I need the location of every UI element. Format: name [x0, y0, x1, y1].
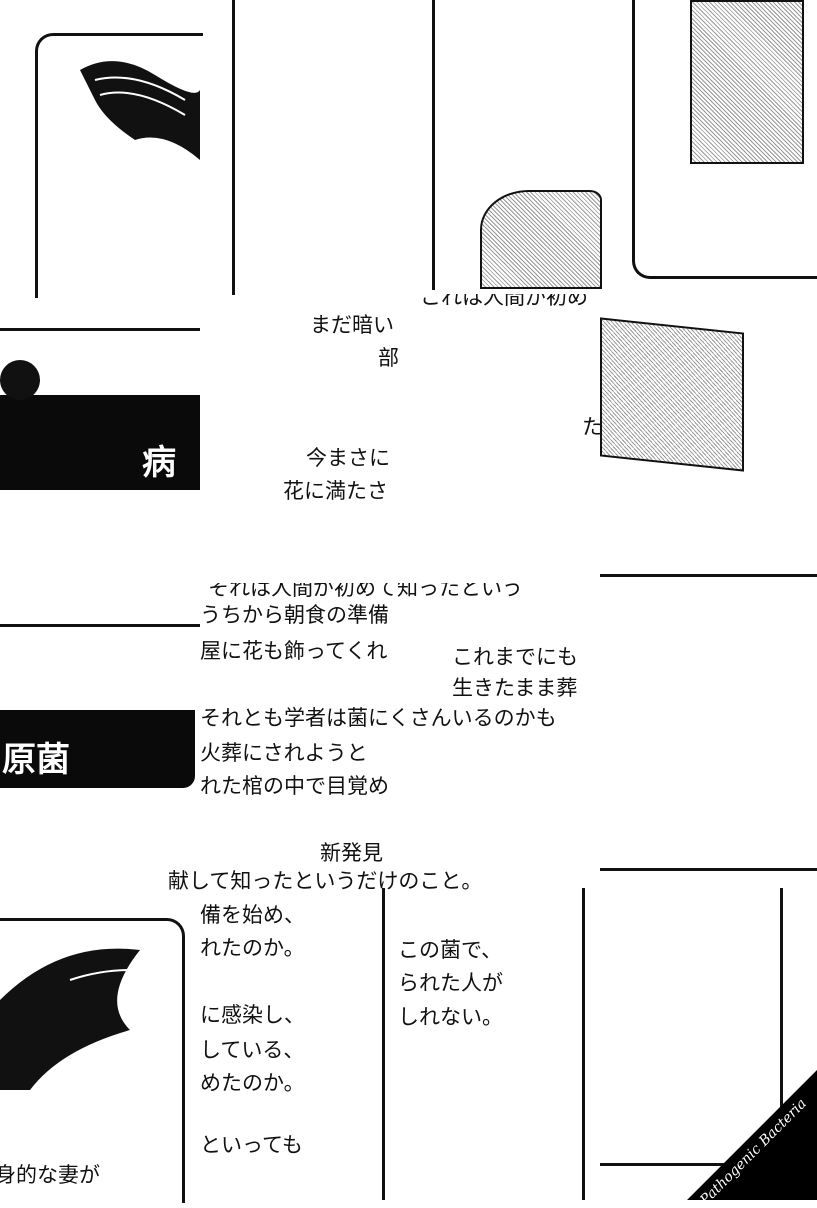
text-fragment: 今まさに	[306, 446, 390, 470]
ribbon-illustration	[80, 61, 200, 160]
text-fragment: 部	[378, 346, 399, 370]
text-fragment: 身的な妻が	[0, 1163, 100, 1187]
cake-illustration	[690, 0, 804, 164]
top-left-panel	[35, 33, 203, 298]
text-fragment: これまでにも	[452, 645, 578, 669]
text-fragment: 新発見	[320, 841, 383, 865]
panel-border	[600, 574, 817, 577]
text-fragment: 生きたまま葬	[452, 676, 578, 700]
text-fragment: まだ暗い	[310, 313, 394, 337]
text-fragment: 備を始め、	[200, 903, 305, 927]
text-fragment: している、	[200, 1038, 305, 1062]
text-fragment: 火葬にされようと	[200, 741, 368, 765]
text-fragment: れたのか。	[200, 936, 305, 960]
text-fragment: めたのか。	[200, 1071, 305, 1095]
text-fragment: られた人が	[398, 971, 503, 995]
panel-border	[632, 0, 635, 255]
corner-tab	[687, 1070, 817, 1200]
banner-curl	[0, 360, 40, 400]
panel-corner	[632, 252, 817, 279]
cake-illustration	[600, 317, 744, 472]
text-fragment: この菌で、	[398, 938, 503, 962]
text-fragment: といっても	[200, 1133, 303, 1157]
panel-border	[0, 328, 200, 331]
text-fragment: れた棺の中で目覚め	[200, 774, 389, 798]
panel-border	[582, 888, 585, 1200]
ribbon-illustration	[0, 948, 140, 1090]
text-fragment: た	[582, 415, 603, 439]
text-fragment: それは人間が初めて知ったという	[208, 576, 523, 600]
text-fragment: 献して知ったというだけのこと。	[168, 869, 483, 893]
text-fragment: これは人間が初め	[420, 285, 588, 309]
character-illustration	[480, 190, 602, 289]
panel-border	[780, 888, 783, 1168]
text-fragment: それとも学者は菌にくさんいるのかも	[200, 706, 557, 730]
panel-border	[232, 0, 235, 295]
text-fragment: うちから朝食の準備	[200, 603, 389, 627]
panel-border	[0, 624, 200, 627]
text-fragment: に感染し、	[200, 1003, 305, 1027]
panel-border	[432, 0, 435, 290]
panel-border	[382, 888, 385, 1200]
panel-border	[600, 868, 817, 871]
text-fragment: しれない。	[398, 1005, 503, 1029]
text-fragment: 花に満たさ	[283, 479, 388, 503]
title-banner-middle: 原菌	[0, 710, 195, 788]
text-fragment: 屋に花も飾ってくれ	[200, 639, 388, 663]
title-banner-top: 病原	[0, 395, 200, 532]
bottom-left-panel	[0, 918, 185, 1203]
